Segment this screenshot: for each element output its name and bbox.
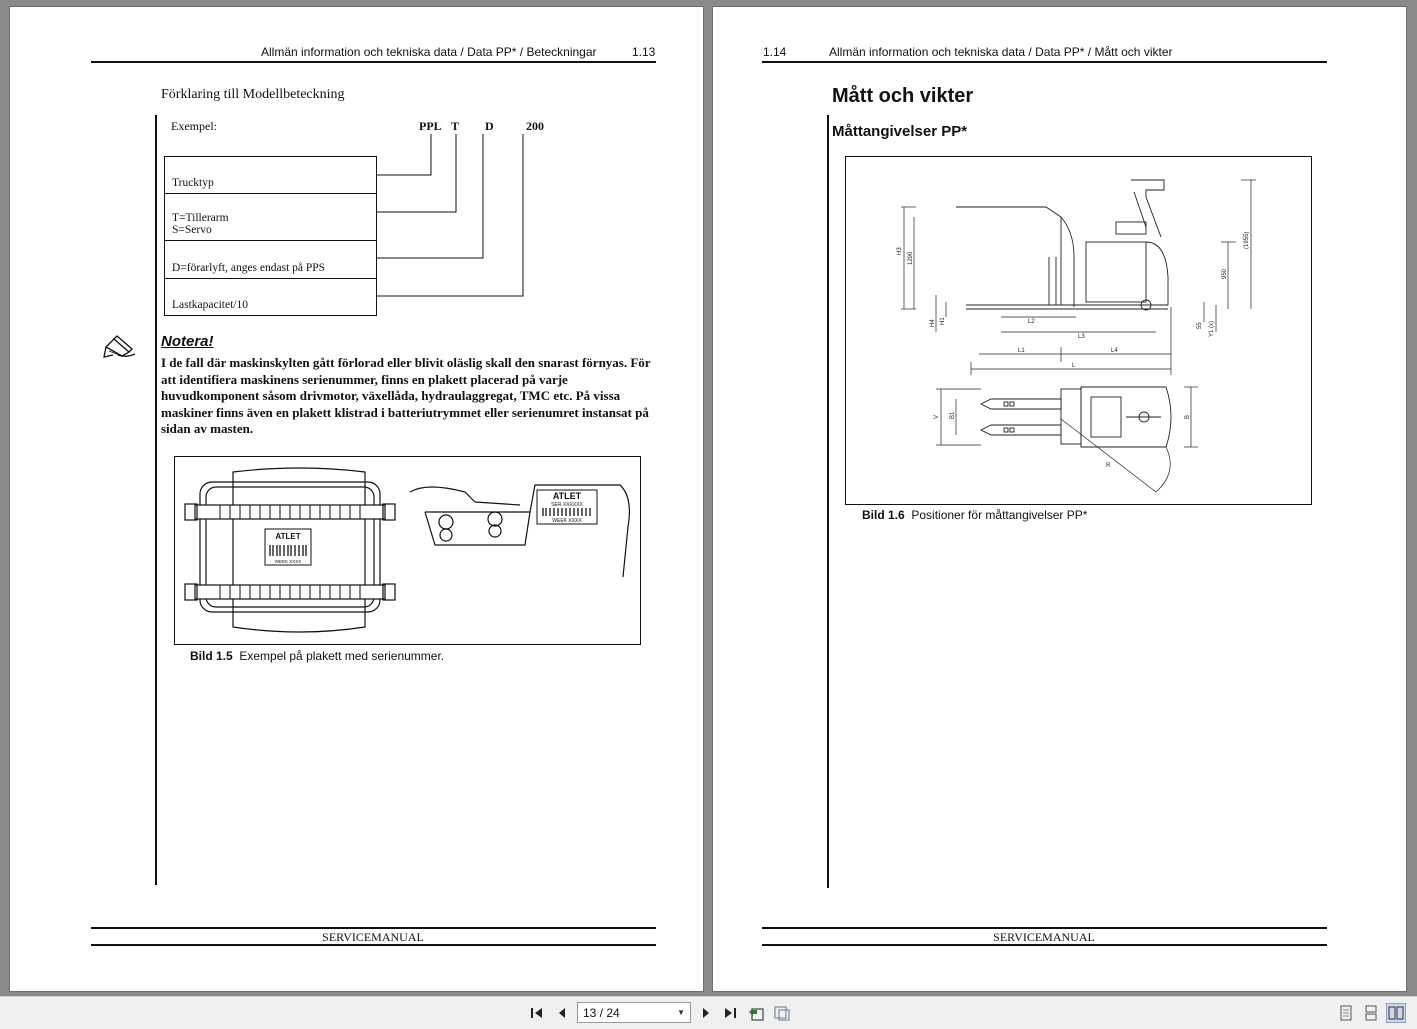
label-b1: B1 [950, 411, 956, 419]
label-55: 55 [1197, 322, 1203, 329]
right-header-title: Allmän information och tekniska data / D… [829, 45, 1173, 59]
page-number-select[interactable]: 13 / 24 ▼ [577, 1002, 691, 1023]
label-v: V [934, 415, 940, 419]
page-title: Mått och vikter [832, 85, 974, 107]
section-title: Förklaring till Modellbeteckning [161, 87, 345, 102]
go-back-view-button[interactable] [746, 1003, 766, 1023]
first-page-button[interactable] [527, 1003, 547, 1023]
facing-pages-icon [1388, 1006, 1404, 1020]
label-h3: H3 [897, 247, 903, 255]
row-text: Trucktyp [172, 177, 214, 189]
plaque-illustration: ATLET WEEK XXXX ATLET SER XXXXXX WEEK XX… [184, 467, 630, 633]
label-h4: H4 [930, 319, 936, 327]
caption-text: Exempel på plakett med serienummer. [239, 649, 445, 663]
row-text-2: S=Servo [172, 224, 212, 236]
figure-dimensions: H3 1290 (1955) 950 H4 H1 55 Y1 (x) L2 L3… [845, 156, 1312, 505]
left-header-title: Allmän information och tekniska data / D… [261, 45, 597, 59]
row-text: D=förarlyft, anges endast på PPS [172, 262, 326, 274]
left-page-number: 1.13 [632, 45, 656, 59]
model-table: Trucktyp T=Tillerarm S=Servo D=förarlyft… [164, 156, 377, 316]
left-page: Allmän information och tekniska data / D… [9, 6, 704, 992]
connector-lines [377, 134, 524, 297]
example-label: Exempel: [171, 119, 217, 133]
label-1290: 1290 [908, 251, 914, 265]
last-page-icon [725, 1008, 736, 1018]
table-row: T=Tillerarm S=Servo [165, 194, 376, 241]
figure-caption: Bild 1.5 Exempel på plakett med serienum… [190, 649, 444, 663]
margin-bar [827, 115, 829, 888]
chevron-down-icon: ▼ [677, 1008, 685, 1017]
plaque-week-text: WEEK XXXX [275, 559, 302, 564]
footer-rule-top [91, 927, 656, 929]
table-row: Trucktyp [165, 157, 376, 194]
label-h1: H1 [940, 317, 946, 325]
code-type: PPL [419, 119, 442, 133]
next-view-icon [774, 1006, 790, 1021]
caption-label: Bild 1.6 [862, 508, 905, 522]
label-l3: L3 [1078, 334, 1085, 340]
right-page: 1.14 Allmän information och tekniska dat… [712, 6, 1407, 992]
single-page-view-button[interactable] [1336, 1003, 1356, 1023]
row-text: Lastkapacitet/10 [172, 299, 248, 311]
continuous-view-button[interactable] [1361, 1003, 1381, 1023]
caption-text: Positioner för måttangivelser PP* [911, 508, 1088, 522]
prev-page-icon [559, 1008, 565, 1018]
footer-rule-top [762, 927, 1327, 929]
left-footer: SERVICEMANUAL [322, 930, 424, 944]
code-tiller: T [451, 119, 460, 133]
label-y1: Y1 (x) [1209, 321, 1215, 337]
footer-rule-bottom [91, 944, 656, 946]
last-page-button[interactable] [720, 1003, 740, 1023]
go-forward-view-button[interactable] [772, 1003, 792, 1023]
row-text: T=Tillerarm [172, 212, 229, 224]
footer-rule-bottom [762, 944, 1327, 946]
figure-caption: Bild 1.6 Positioner för måttangivelser P… [862, 508, 1087, 522]
label-950: 950 [1222, 268, 1228, 279]
truck-drawing: H3 1290 (1955) 950 H4 H1 55 Y1 (x) L2 L3… [897, 179, 1256, 493]
right-page-number: 1.14 [763, 45, 787, 59]
label-l: L [1072, 363, 1076, 369]
continuous-page-icon [1365, 1005, 1377, 1021]
header-rule [762, 61, 1327, 63]
table-row: Lastkapacitet/10 [165, 279, 376, 315]
next-page-icon [703, 1008, 709, 1018]
note-title: Notera! [161, 333, 214, 350]
facing-pages-view-button[interactable] [1386, 1003, 1406, 1023]
figure-plaque: ATLET WEEK XXXX ATLET SER XXXXXX WEEK XX… [174, 456, 641, 645]
single-page-icon [1340, 1005, 1352, 1021]
label-r: R [1106, 463, 1111, 469]
previous-view-icon [749, 1008, 764, 1021]
prev-page-button[interactable] [552, 1003, 572, 1023]
label-b: B [1185, 415, 1191, 419]
page-subtitle: Måttangivelser PP* [832, 123, 968, 140]
code-lift: D [485, 119, 494, 133]
first-page-icon [531, 1008, 542, 1018]
plaque2-week-text: WEEK XXXX [552, 518, 582, 524]
caption-label: Bild 1.5 [190, 649, 233, 663]
label-1955: (1955) [1244, 232, 1250, 249]
viewer-toolbar: 13 / 24 ▼ [0, 996, 1417, 1029]
label-l2: L2 [1028, 319, 1035, 325]
plaque2-brand-text: ATLET [553, 491, 582, 501]
code-capacity: 200 [526, 119, 544, 133]
next-page-button[interactable] [696, 1003, 716, 1023]
header-rule [91, 61, 656, 63]
label-l4: L4 [1111, 348, 1118, 354]
plaque-brand-text: ATLET [275, 532, 300, 541]
plaque2-ser-text: SER XXXXXX [551, 502, 583, 508]
label-l1: L1 [1018, 348, 1025, 354]
page-indicator-text: 13 / 24 [583, 1005, 620, 1020]
right-footer: SERVICEMANUAL [993, 930, 1095, 944]
note-pencil-icon [103, 335, 136, 358]
note-text: I de fall där maskinskylten gått förlora… [161, 355, 651, 436]
margin-bar [155, 115, 157, 885]
table-row: D=förarlyft, anges endast på PPS [165, 241, 376, 279]
